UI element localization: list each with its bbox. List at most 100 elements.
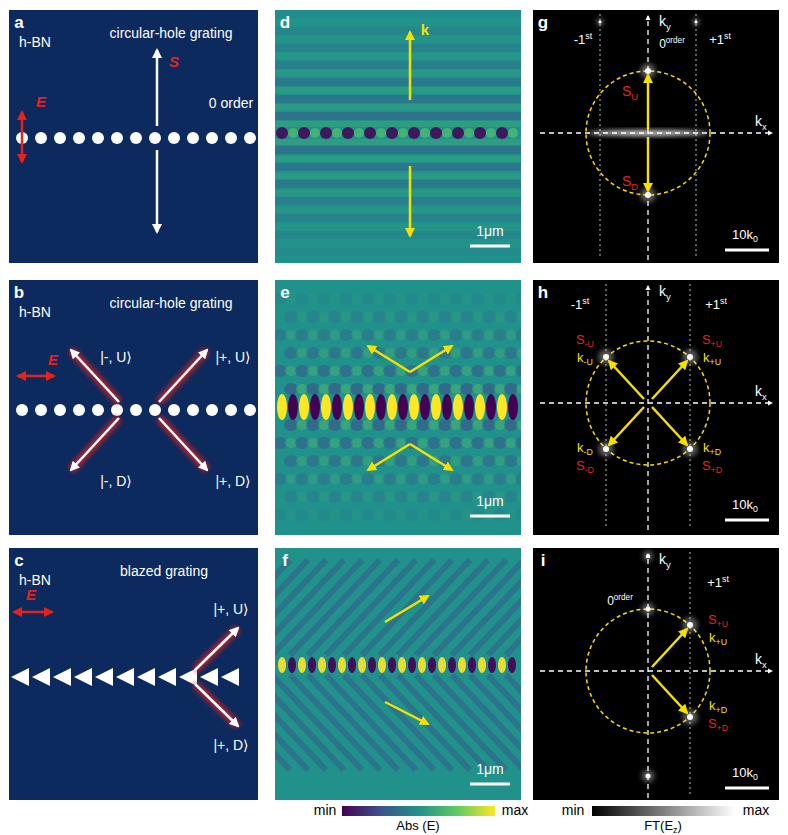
field-lobe xyxy=(320,127,332,139)
superscript: st xyxy=(585,31,592,41)
arrow-line xyxy=(609,407,644,445)
field-band xyxy=(275,139,521,145)
field-lobe xyxy=(317,473,331,485)
field-wave xyxy=(470,675,521,770)
grating-hole xyxy=(225,132,237,144)
field-lobe xyxy=(449,509,463,521)
panel-letter: b xyxy=(14,284,24,303)
diffraction-spot xyxy=(646,774,651,779)
colorbar-viridis xyxy=(342,806,495,816)
grating-hole xyxy=(73,404,85,416)
arrow-glow xyxy=(71,418,119,470)
field-lobe xyxy=(350,311,364,323)
hbn-slab xyxy=(9,10,258,263)
panel-label: |-, D⟩ xyxy=(100,474,132,489)
panel-label: 10k0 xyxy=(732,498,758,512)
field-lobe xyxy=(493,365,507,377)
grating-hole xyxy=(168,404,180,416)
scale-bar xyxy=(725,519,769,522)
field-lobe xyxy=(276,127,288,139)
field-lobe xyxy=(482,455,496,467)
field-lobe xyxy=(460,419,474,431)
arrow-line xyxy=(159,418,207,470)
panel-label: 0order xyxy=(607,595,633,608)
field-lobe xyxy=(427,329,441,341)
arrow-glow xyxy=(195,684,238,726)
colorbar-label: FT(Ez) xyxy=(644,819,682,833)
field-lobe xyxy=(350,383,364,395)
field-lobe xyxy=(460,455,474,467)
field-lobe xyxy=(416,311,430,323)
field-lobe xyxy=(493,293,507,305)
panel-label: 0 order xyxy=(209,96,253,111)
arrow-line xyxy=(652,675,687,713)
field-lobe xyxy=(516,420,521,430)
field-lobe xyxy=(361,437,375,449)
field-lobe xyxy=(394,455,408,467)
field-lobe xyxy=(339,473,353,485)
field-lobe xyxy=(295,437,309,449)
subscript: x xyxy=(762,391,767,402)
field-lobe xyxy=(358,657,366,673)
field-band xyxy=(275,53,521,59)
arrow-line xyxy=(14,611,52,614)
arrow-line xyxy=(647,75,650,129)
field-lobe xyxy=(438,491,452,503)
field-lobe xyxy=(372,419,386,431)
field-lobe xyxy=(306,491,320,503)
subscript: U xyxy=(631,91,638,102)
field-lobe xyxy=(453,394,463,420)
diffraction-spot xyxy=(603,354,609,360)
field-lobe xyxy=(383,329,397,341)
panel-label: k+U xyxy=(703,351,721,365)
field-lobe xyxy=(442,128,452,138)
panel-label: +1st xyxy=(709,33,731,47)
panel-label: k+U xyxy=(709,631,727,645)
field-lobe xyxy=(515,329,521,341)
field-lobe xyxy=(471,329,485,341)
figure-panel: bh-BNcircular-hole grating|-, U⟩|+, U⟩|-… xyxy=(9,280,258,535)
field-lobe xyxy=(475,394,485,420)
diffraction-spot-glow xyxy=(642,770,655,783)
field-wave xyxy=(344,675,434,770)
figure-panel: ah-BNcircular-hole gratingSE0 order xyxy=(9,10,258,263)
field-lobe xyxy=(342,127,354,139)
field-lobe xyxy=(471,473,485,485)
field-lobe xyxy=(383,437,397,449)
field-lobe xyxy=(365,394,375,420)
arrow-glow xyxy=(159,350,207,402)
subscript: -U xyxy=(584,357,593,367)
diffraction-spot-glow xyxy=(643,551,653,561)
field-lobe xyxy=(394,311,408,323)
field-ground xyxy=(275,548,521,800)
panel-label: blazed grating xyxy=(120,564,208,579)
light-cone-circle xyxy=(586,71,710,195)
field-band xyxy=(275,44,521,52)
field-lobe xyxy=(471,437,485,449)
subscript: +D xyxy=(711,465,723,475)
field-lobe xyxy=(383,473,397,485)
blazed-tooth xyxy=(116,668,134,686)
field-band xyxy=(275,163,521,171)
panel-label: k+D xyxy=(709,699,727,713)
panel-label: E xyxy=(36,94,46,111)
field-ground xyxy=(275,10,521,263)
field-lobe xyxy=(418,657,426,673)
field-lobe xyxy=(515,473,521,485)
field-lobe xyxy=(284,383,298,395)
scale-bar xyxy=(725,787,769,790)
scale-bar xyxy=(470,515,510,518)
field-lobe xyxy=(394,491,408,503)
field-lobe xyxy=(306,455,320,467)
panel-label: circular-hole grating xyxy=(110,26,233,41)
colorbar-label: min xyxy=(314,803,337,818)
arrow-line xyxy=(156,50,159,126)
field-lobe xyxy=(486,394,496,420)
figure-panel: dk1μm xyxy=(275,10,521,263)
panel-label: k xyxy=(421,22,429,39)
arrow-line xyxy=(409,166,412,236)
subscript: y xyxy=(666,559,671,570)
colorbar-grey xyxy=(592,806,735,816)
blazed-tooth xyxy=(137,668,155,686)
